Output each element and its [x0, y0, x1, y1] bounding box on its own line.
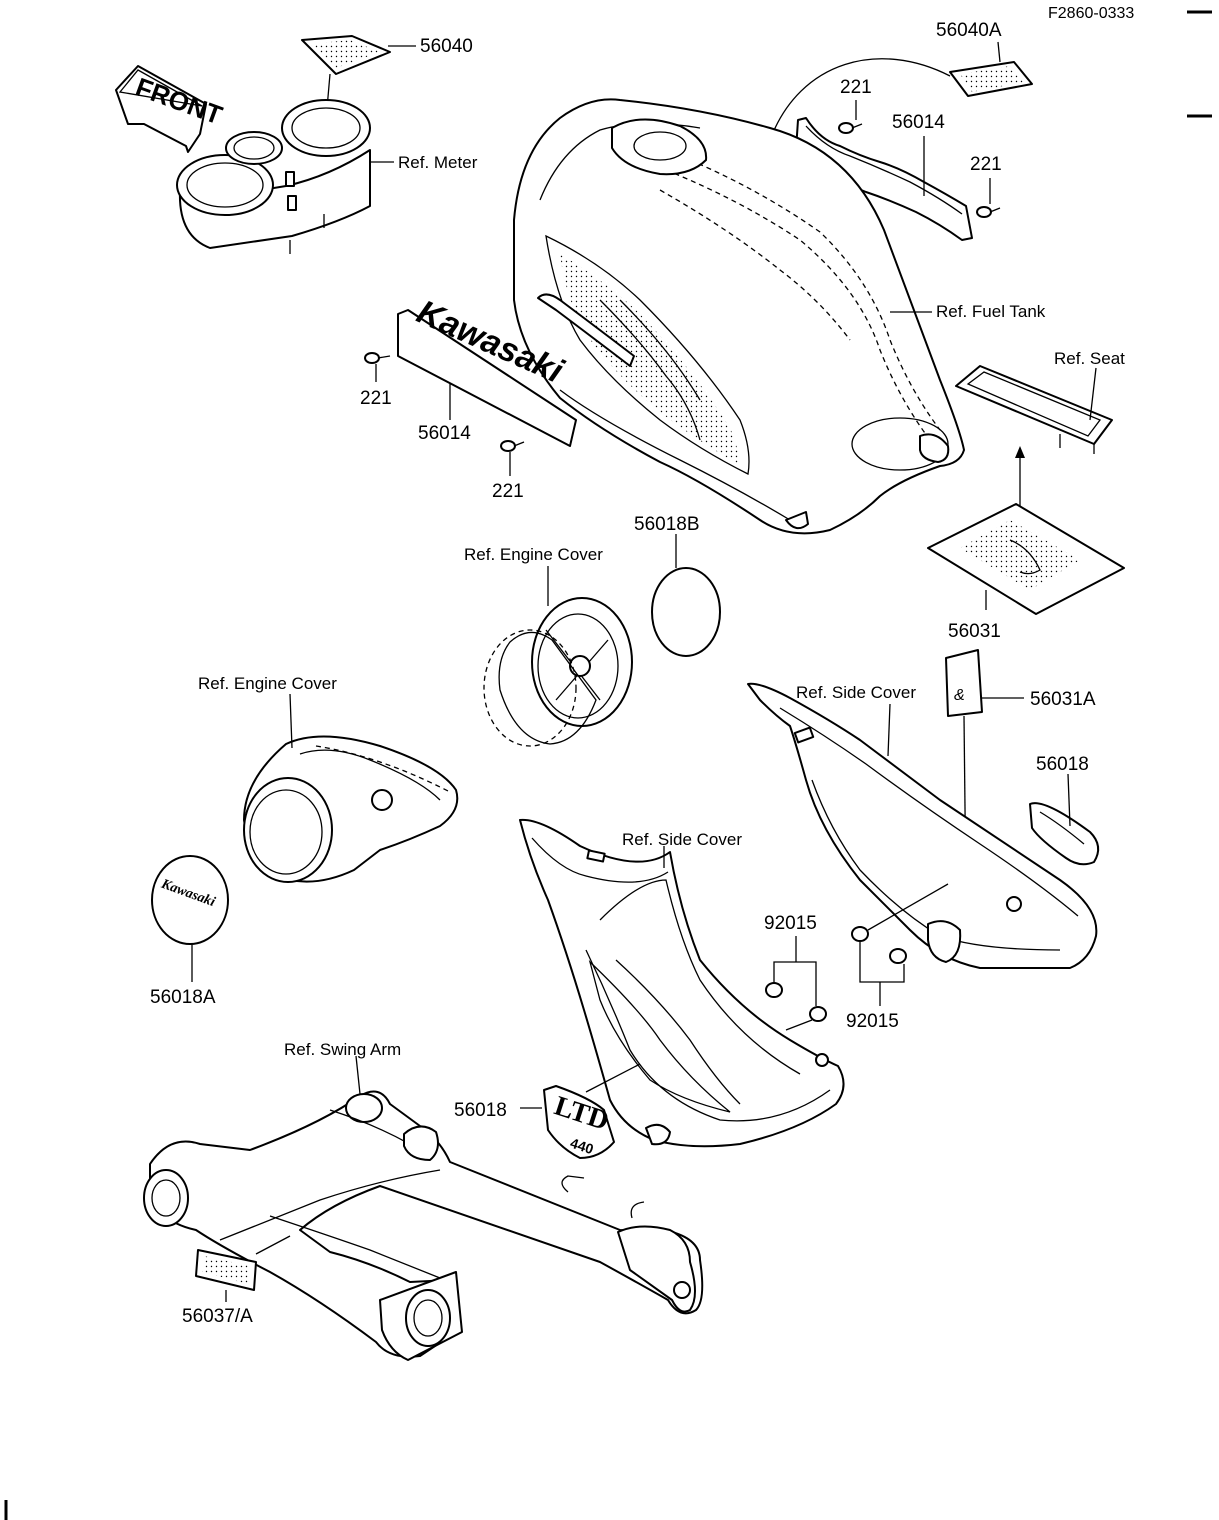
label-56040A: 56040A	[936, 20, 1002, 41]
label-ref-seat: Ref. Seat	[1054, 349, 1125, 368]
label-ref-meter: Ref. Meter	[398, 153, 478, 172]
screw-221-d	[500, 440, 525, 476]
label-56040: 56040	[420, 36, 473, 57]
front-arrow-icon: FRONT	[115, 65, 226, 153]
swing-arm	[143, 1055, 704, 1361]
label-56031A: 56031A	[1030, 689, 1096, 710]
label-56014-b: 56014	[418, 423, 471, 444]
grommets-92015-left	[765, 936, 827, 1031]
label-56018A: 56018A	[150, 987, 216, 1008]
label-56014-a: 56014	[892, 112, 945, 133]
label-ref-engine-cover-2: Ref. Engine Cover	[198, 674, 337, 693]
ltd-emblem-subtext: 440	[568, 1135, 595, 1158]
side-cover-left	[519, 818, 845, 1148]
screw-221-b	[976, 178, 1001, 218]
engine-cover-left	[243, 693, 459, 883]
meter-assembly	[176, 99, 394, 254]
label-221-a: 221	[840, 77, 872, 98]
label-92015-a: 92015	[764, 913, 817, 934]
label-92015-b: 92015	[846, 1011, 899, 1032]
label-56018-b: 56018	[454, 1100, 507, 1121]
seat-reference	[955, 365, 1113, 510]
label-ref-side-cover-2: Ref. Side Cover	[622, 830, 742, 849]
label-56031: 56031	[948, 621, 1001, 642]
engine-cover-emblem-56018A: Kawasaki	[151, 855, 229, 982]
label-56037A: 56037/A	[182, 1306, 253, 1327]
label-ref-swing-arm: Ref. Swing Arm	[284, 1040, 401, 1059]
label-ref-engine-cover-1: Ref. Engine Cover	[464, 545, 603, 564]
label-ref-side-cover-1: Ref. Side Cover	[796, 683, 916, 702]
side-cover-right	[747, 682, 1098, 969]
screw-221-c	[364, 352, 391, 382]
label-56018-a: 56018	[1036, 754, 1089, 775]
page-edge-marks	[4, 10, 1212, 1520]
label-221-b: 221	[970, 154, 1002, 175]
screw-221-a	[838, 100, 863, 134]
fuel-tank	[513, 98, 965, 535]
engine-cover-emblem-56018B	[651, 534, 721, 657]
svg-text:&: &	[954, 687, 965, 704]
diagram-code: F2860-0333	[1048, 5, 1134, 22]
label-221-d: 221	[492, 481, 524, 502]
swing-arm-decal-56037A	[195, 1235, 291, 1302]
grommets-92015-right	[851, 883, 949, 1006]
engine-cover-right	[483, 566, 633, 747]
label-ref-fuel-tank: Ref. Fuel Tank	[936, 302, 1046, 321]
label-221-c: 221	[360, 388, 392, 409]
side-cover-emblem-56018-right	[1029, 773, 1100, 866]
info-label-56031	[927, 503, 1125, 615]
label-56018B: 56018B	[634, 514, 700, 535]
